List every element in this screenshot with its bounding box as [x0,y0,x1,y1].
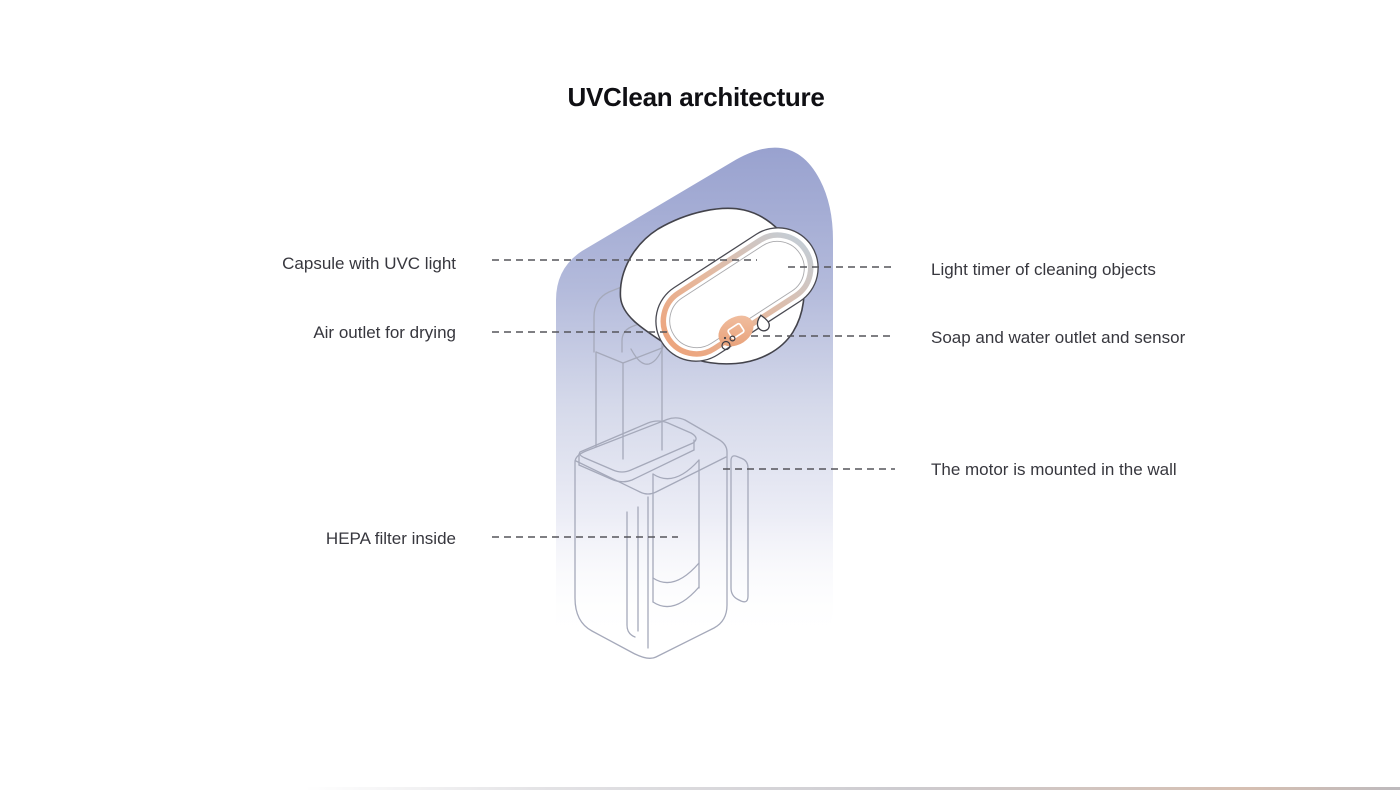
soap-outlet-icon [718,315,754,347]
support-column [595,343,663,460]
droplet-icon [756,314,770,332]
wall-panel [730,455,749,603]
bottom-section-divider [305,787,1400,790]
hepa-cylinder [652,459,700,608]
bubbles-icon [721,335,736,351]
page-title: UVClean architecture [567,82,825,112]
label-motor-wall: The motor is mounted in the wall [931,460,1177,479]
filter-box [574,417,728,659]
capsule-head [619,207,819,365]
label-air-outlet: Air outlet for drying [313,323,456,342]
label-light-timer: Light timer of cleaning objects [931,260,1156,279]
label-soap-water-sensor: Soap and water outlet and sensor [931,328,1186,347]
callout-lines [492,259,895,538]
label-hepa-filter: HEPA filter inside [325,529,456,548]
label-capsule-uvc-light: Capsule with UVC light [282,254,456,273]
